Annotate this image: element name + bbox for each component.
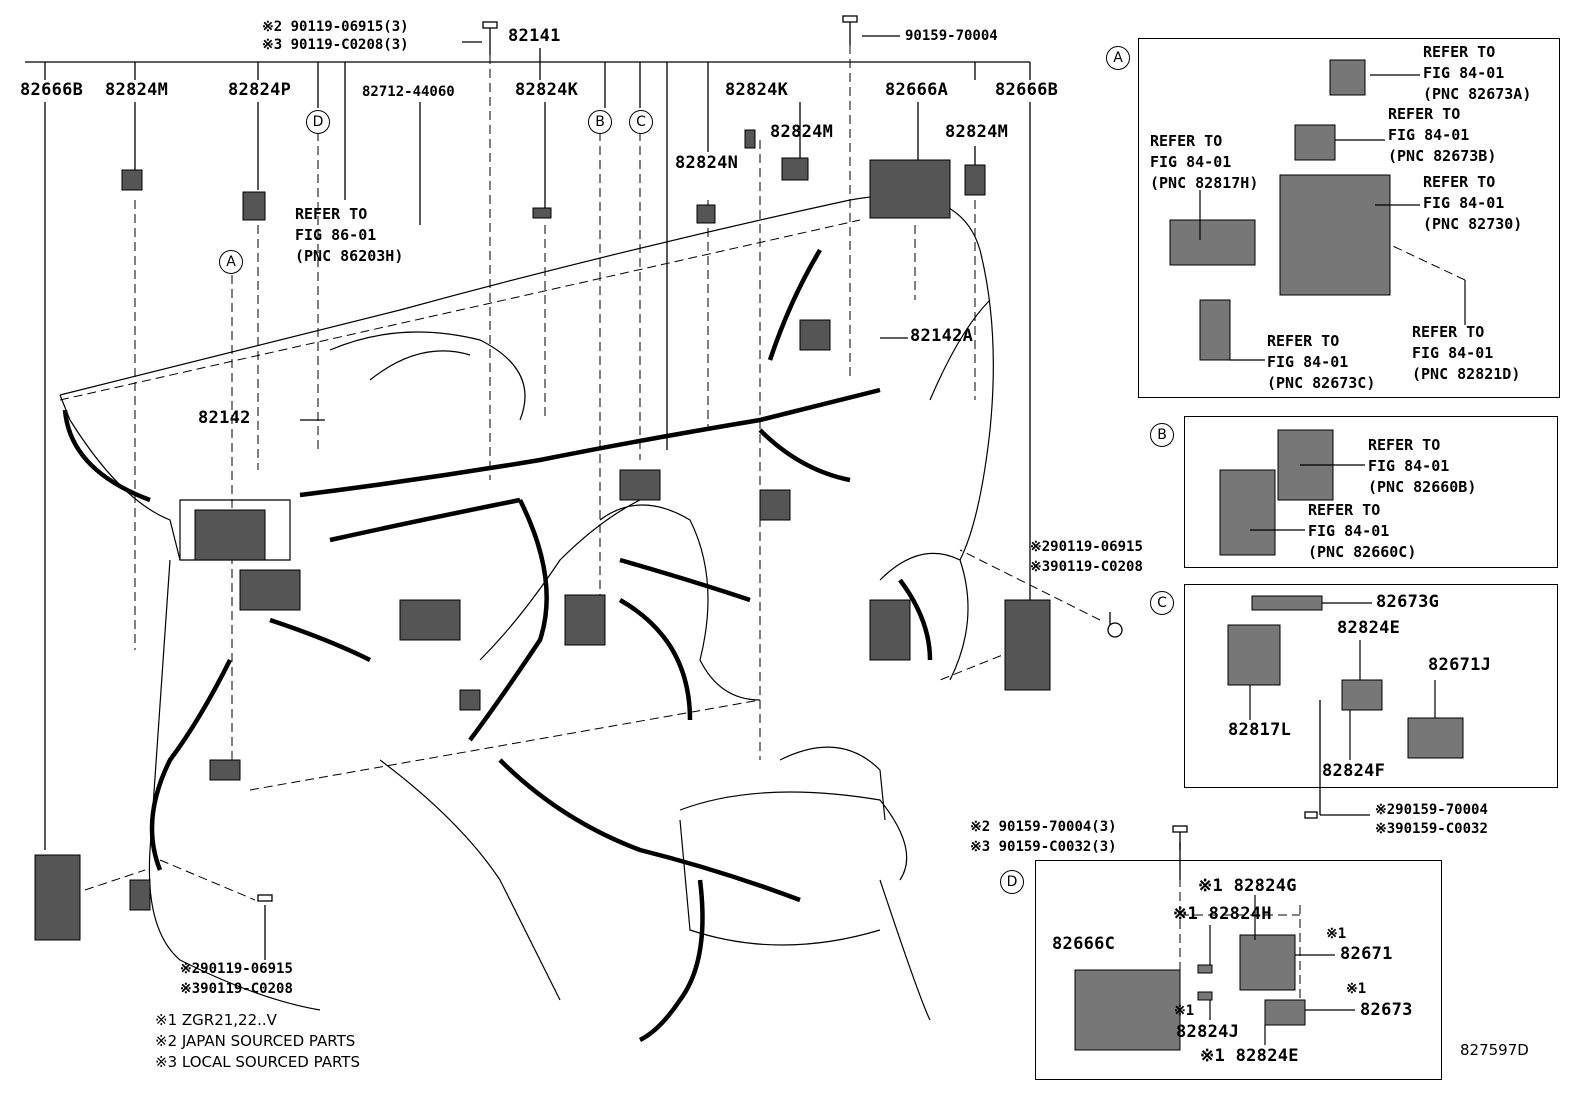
part-82666a-label: 82666A — [885, 80, 949, 100]
bolt-top-mid-label: 90159-70004 — [905, 28, 998, 44]
box-c-part-82824f: 82824F — [1322, 761, 1386, 781]
part-82824m-right-label: 82824M — [945, 122, 1009, 142]
note-line-2: ※2 JAPAN SOURCED PARTS — [155, 1032, 356, 1050]
box-d-part-82673-mark: ※1 — [1346, 981, 1367, 997]
figure-code: 827597D — [1460, 1041, 1529, 1059]
box-d-part-82824e: ※1 82824E — [1200, 1046, 1299, 1066]
bolt-top-left-label-1: ※2 90119-06915(3) — [262, 19, 409, 35]
part-82666b-right-label: 82666B — [995, 80, 1059, 100]
part-82824p-label: 82824P — [228, 80, 292, 100]
bolt-bottom-left-label-1: ※290119-06915 — [180, 961, 293, 977]
box-a-ref-1: REFER TO FIG 84-01 (PNC 82673A) — [1423, 43, 1532, 103]
callout-a-marker: A — [219, 250, 243, 274]
bolt-box-c-label-1: ※290159-70004 — [1375, 802, 1488, 818]
bolt-box-c-label-2: ※390159-C0032 — [1375, 821, 1488, 837]
box-d-part-82824j: 82824J — [1176, 1022, 1240, 1042]
part-82824m-left-label: 82824M — [105, 80, 169, 100]
box-d-part-82673: 82673 — [1360, 1000, 1413, 1020]
part-82824k-b-label: 82824K — [725, 80, 789, 100]
box-a-ref-5: REFER TO FIG 84-01 (PNC 82673C) — [1267, 332, 1376, 392]
callout-d-marker: D — [306, 110, 330, 134]
bolt-right-mid-label-1: ※290119-06915 — [1030, 539, 1143, 555]
part-82142-label: 82142 — [198, 408, 251, 428]
part-82666b-left-label: 82666B — [20, 80, 84, 100]
box-d-part-82671: 82671 — [1340, 944, 1393, 964]
box-d-part-82824g: ※1 82824G — [1198, 876, 1297, 896]
note-line-3: ※3 LOCAL SOURCED PARTS — [155, 1053, 360, 1071]
box-a-ref-3: REFER TO FIG 84-01 (PNC 82817H) — [1150, 132, 1259, 192]
box-d-part-82671-mark: ※1 — [1326, 926, 1347, 942]
box-a-ref-4: REFER TO FIG 84-01 (PNC 82730) — [1423, 173, 1523, 233]
box-d-part-82666c: 82666C — [1052, 934, 1116, 954]
detail-box-d-marker: D — [1000, 870, 1024, 894]
bolt-bottom-mid-label-2: ※3 90159-C0032(3) — [970, 839, 1117, 855]
box-a-ref-6: REFER TO FIG 84-01 (PNC 82821D) — [1412, 323, 1521, 383]
box-c-part-82673g: 82673G — [1376, 592, 1440, 612]
box-c-part-82817l: 82817L — [1228, 720, 1292, 740]
part-82824k-a-label: 82824K — [515, 80, 579, 100]
box-c-part-82824e: 82824E — [1337, 618, 1401, 638]
box-d-part-82824j-mark: ※1 — [1174, 1003, 1195, 1019]
part-82142a-label: 82142A — [910, 326, 974, 346]
detail-box-b — [1184, 416, 1558, 568]
part-82712-label: 82712-44060 — [362, 84, 455, 100]
box-b-ref-2: REFER TO FIG 84-01 (PNC 82660C) — [1308, 501, 1417, 561]
detail-box-b-marker: B — [1150, 423, 1174, 447]
bolt-top-left-label-2: ※3 90119-C0208(3) — [262, 37, 409, 53]
main-refer-text: REFER TO FIG 86-01 (PNC 86203H) — [295, 205, 404, 265]
detail-box-a — [1138, 38, 1560, 398]
note-line-1: ※1 ZGR21,22..V — [155, 1011, 277, 1029]
part-82824m-mid-label: 82824M — [770, 122, 834, 142]
box-d-part-82824h: ※1 82824H — [1173, 904, 1272, 924]
box-c-part-82671j: 82671J — [1428, 655, 1492, 675]
bolt-right-mid-label-2: ※390119-C0208 — [1030, 559, 1143, 575]
box-b-ref-1: REFER TO FIG 84-01 (PNC 82660B) — [1368, 436, 1477, 496]
bolt-bottom-mid-label-1: ※2 90159-70004(3) — [970, 819, 1117, 835]
detail-box-a-marker: A — [1106, 46, 1130, 70]
box-a-ref-2: REFER TO FIG 84-01 (PNC 82673B) — [1388, 105, 1497, 165]
callout-b-marker: B — [588, 110, 612, 134]
part-82824n-label: 82824N — [675, 153, 739, 173]
bolt-bottom-left-label-2: ※390119-C0208 — [180, 981, 293, 997]
callout-c-marker: C — [629, 110, 653, 134]
detail-box-c — [1184, 584, 1558, 788]
detail-box-c-marker: C — [1150, 591, 1174, 615]
detail-box-d — [1035, 860, 1442, 1080]
part-82141-label: 82141 — [508, 26, 561, 46]
